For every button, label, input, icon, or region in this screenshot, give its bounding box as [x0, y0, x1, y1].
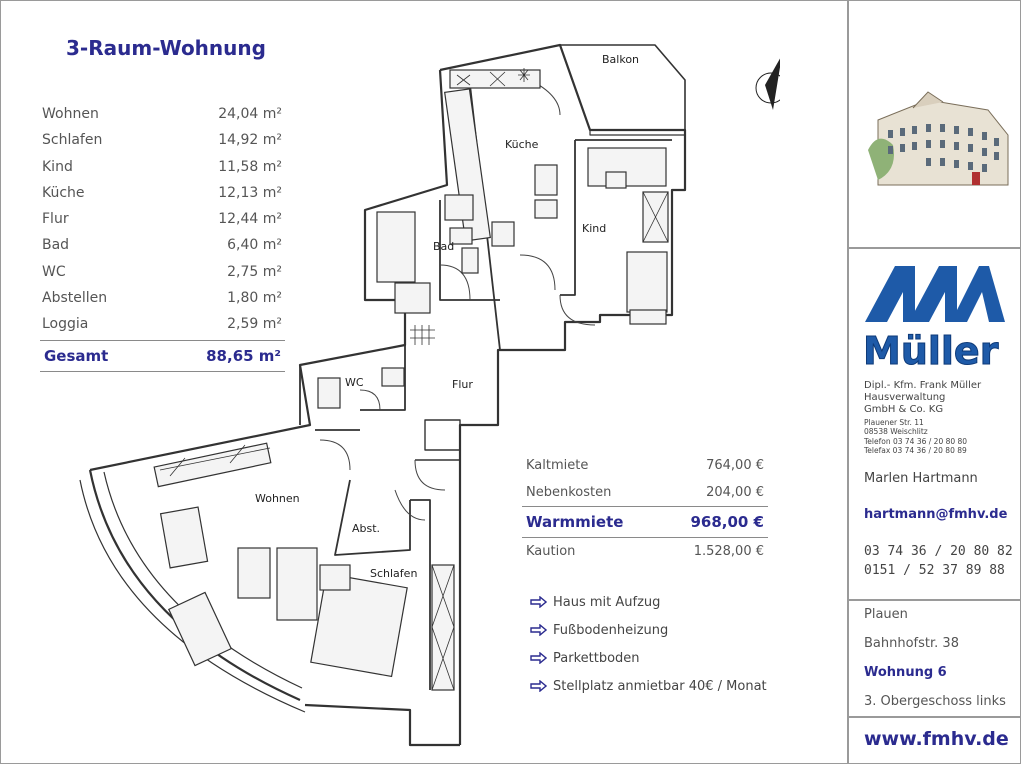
contact-email-link[interactable]: hartmann@fmhv.de: [864, 507, 1008, 522]
label-abst: Abst.: [352, 522, 380, 535]
arrow-right-icon: [530, 596, 547, 608]
feature-item: Fußbodenheizung: [530, 616, 767, 644]
building-illustration: [868, 91, 1009, 186]
floor-plan: Balkon Küche Kind Bad WC Flur Wohnen Abs…: [79, 43, 780, 747]
contact-name: Marlen Hartmann: [864, 471, 978, 486]
divider-1: [849, 247, 1021, 249]
contact-mobile: 0151 / 52 37 89 88: [864, 563, 1005, 578]
mueller-logo: Müller: [863, 266, 1005, 370]
label-kueche: Küche: [505, 138, 539, 151]
label-wc: WC: [345, 376, 364, 389]
divider-2: [849, 599, 1021, 601]
feature-item: Parkettboden: [530, 644, 767, 672]
arrow-right-icon: [530, 624, 547, 636]
contact-phone: 03 74 36 / 20 80 82: [864, 544, 1013, 559]
feature-item: Haus mit Aufzug: [530, 588, 767, 616]
svg-text:Müller: Müller: [863, 329, 999, 370]
location-street: Bahnhofstr. 38: [864, 636, 959, 651]
company-name: Dipl.- Kfm. Frank Müller Hausverwaltung …: [864, 380, 982, 415]
location-unit: Wohnung 6: [864, 665, 947, 680]
page-title: 3-Raum-Wohnung: [66, 36, 266, 60]
sidebar-divider: [847, 0, 849, 764]
arrow-right-icon: [530, 652, 547, 664]
location-city: Plauen: [864, 607, 908, 622]
feature-item: Stellplatz anmietbar 40€ / Monat: [530, 672, 767, 700]
label-wohnen: Wohnen: [255, 492, 300, 505]
company-address: Plauener Str. 11 08538 Weischlitz Telefo…: [864, 418, 968, 455]
feature-list: Haus mit Aufzug Fußbodenheizung Parkettb…: [530, 588, 767, 700]
arrow-right-icon: [530, 680, 547, 692]
label-balkon: Balkon: [602, 53, 639, 66]
label-bad: Bad: [433, 240, 454, 253]
label-flur: Flur: [452, 378, 473, 391]
label-kind: Kind: [582, 222, 606, 235]
location-floor: 3. Obergeschoss links: [864, 694, 1006, 709]
compass-icon: N: [755, 58, 780, 110]
website-link[interactable]: www.fmhv.de: [864, 728, 1009, 750]
label-schlafen: Schlafen: [370, 567, 417, 580]
divider-3: [849, 716, 1021, 718]
